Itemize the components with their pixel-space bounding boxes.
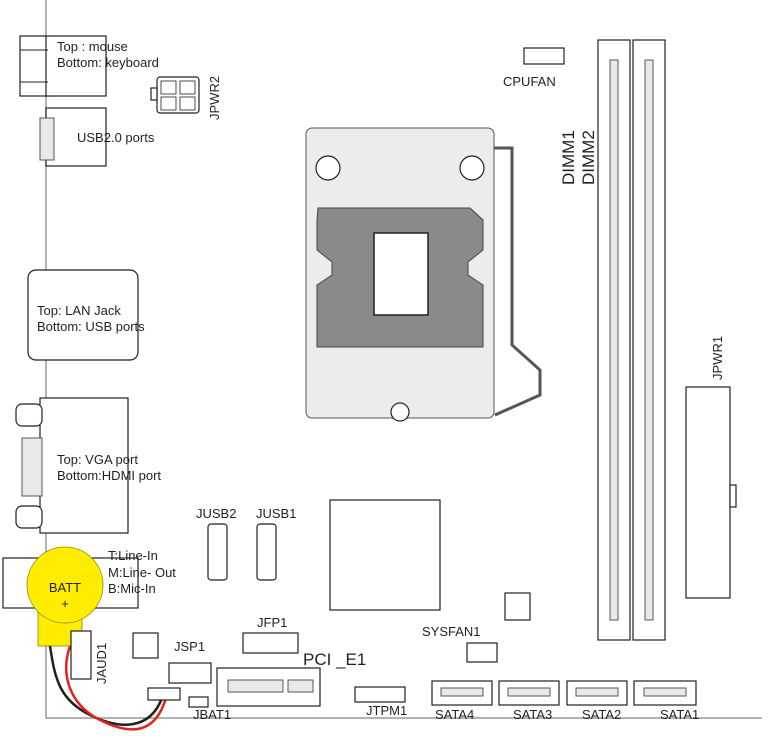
jpwr2-connector xyxy=(150,76,200,114)
jfp1-label: JFP1 xyxy=(257,615,287,630)
audio-line-in-label: T:Line-In xyxy=(108,548,158,563)
lan-top-label: Top: LAN Jack xyxy=(37,303,121,318)
ps2-top-label: Top : mouse xyxy=(57,39,128,54)
jfp1-header xyxy=(242,632,299,654)
jtpm1-label: JTPM1 xyxy=(366,703,407,718)
battery-plus-label: + xyxy=(61,596,69,611)
dimm-slots xyxy=(597,39,666,641)
jpwr1-label: JPWR1 xyxy=(710,336,725,380)
jsp1-label: JSP1 xyxy=(174,639,205,654)
small-chip xyxy=(504,592,531,621)
battery-wire-red xyxy=(65,645,168,731)
sata2-label: SATA2 xyxy=(582,707,621,722)
audio-mic-in-label: B:Mic-In xyxy=(108,581,156,596)
ps2-port xyxy=(19,35,107,97)
cpu-socket xyxy=(305,127,542,422)
jpwr2-label: JPWR2 xyxy=(207,76,222,120)
vga-top-label: Top: VGA port xyxy=(57,452,138,467)
jusb2-label: JUSB2 xyxy=(196,506,236,521)
jaud1-label: JAUD1 xyxy=(94,643,109,684)
cpufan-label: CPUFAN xyxy=(503,74,556,89)
jusb1-header xyxy=(256,523,277,581)
vga-hdmi-port xyxy=(15,397,129,534)
battery-cable-connector xyxy=(147,687,181,701)
battery xyxy=(26,546,104,647)
audio-line-out-label: M:Line- Out xyxy=(108,565,176,580)
sysfan1-label: SYSFAN1 xyxy=(422,624,481,639)
lan-bottom-label: Bottom: USB ports xyxy=(37,319,145,334)
jusb2-header xyxy=(207,523,228,581)
vga-bottom-label: Bottom:HDMI port xyxy=(57,468,161,483)
jtpm1-header xyxy=(354,686,406,703)
chipset xyxy=(329,499,441,611)
sata3-label: SATA3 xyxy=(513,707,552,722)
usb-label: USB2.0 ports xyxy=(77,130,155,145)
jsp1-connector xyxy=(168,662,212,684)
jbat1-label: JBAT1 xyxy=(193,707,231,722)
lan-port xyxy=(27,269,139,361)
sata1-label: SATA1 xyxy=(660,707,699,722)
pcie1-label: PCI _E1 xyxy=(303,650,366,669)
ps2-bottom-label: Bottom: keyboard xyxy=(57,55,159,70)
dimm2-label: DIMM2 xyxy=(579,130,598,185)
jaud1-header xyxy=(70,630,92,680)
jbat1-header xyxy=(188,696,209,708)
jusb1-label: JUSB1 xyxy=(256,506,296,521)
sysfan1-connector xyxy=(466,642,498,663)
dimm1-label: DIMM1 xyxy=(559,130,578,185)
sata4-label: SATA4 xyxy=(435,707,474,722)
cpufan-connector xyxy=(523,47,565,65)
pcie1-slot xyxy=(216,667,321,707)
jpwr1-connector xyxy=(685,386,737,599)
board-outline xyxy=(45,0,762,719)
battery-label: BATT xyxy=(49,580,81,595)
small-chip xyxy=(132,632,159,659)
usb-ports xyxy=(39,107,107,167)
